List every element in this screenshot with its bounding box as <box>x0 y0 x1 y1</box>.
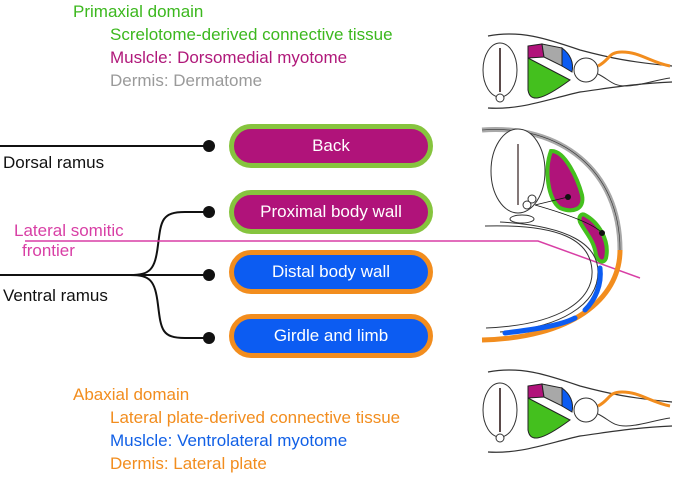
limb-terminal <box>203 332 215 344</box>
ventral-branch-proximal <box>129 211 208 276</box>
top-cross-section <box>482 33 673 109</box>
dorsal-ramus-terminal <box>203 140 215 152</box>
middle-cross-section <box>481 126 623 343</box>
target-label: Girdle and limb <box>273 326 389 345</box>
proximal-terminal <box>203 206 215 218</box>
target-label: Back <box>312 136 350 155</box>
target-label: Distal body wall <box>271 262 391 281</box>
primaxial-dermis-label: Dermis: Dermatome <box>110 71 263 90</box>
abaxial-muscle-label: Muslcle: Ventrolateral myotome <box>110 431 348 450</box>
frontier-label-line1: Lateral somitic <box>14 221 124 240</box>
ventral-ramus-label: Ventral ramus <box>3 286 108 305</box>
primaxial-connective-label: Screlotome-derived connective tissue <box>110 25 393 44</box>
target-label: Proximal body wall <box>260 202 402 221</box>
distal-terminal <box>203 269 215 281</box>
abaxial-connective-label: Lateral plate-derived connective tissue <box>110 408 401 427</box>
bottom-cross-section <box>482 369 673 453</box>
target-back: Back <box>229 124 433 168</box>
ventral-branch-limb <box>129 274 208 339</box>
target-girdle-and-limb: Girdle and limb <box>229 314 433 358</box>
dorsal-ramus-label: Dorsal ramus <box>3 153 105 172</box>
frontier-label-line2: frontier <box>22 241 75 260</box>
primaxial-domain-title: Primaxial domain <box>73 2 204 21</box>
target-proximal-body-wall: Proximal body wall <box>229 190 433 234</box>
lateral-somitic-frontier-line <box>25 240 641 279</box>
target-distal-body-wall: Distal body wall <box>229 250 433 294</box>
abaxial-dermis-label: Dermis: Lateral plate <box>110 454 267 473</box>
primaxial-muscle-label: Muslcle: Dorsomedial myotome <box>110 48 348 67</box>
abaxial-domain-title: Abaxial domain <box>73 385 190 404</box>
